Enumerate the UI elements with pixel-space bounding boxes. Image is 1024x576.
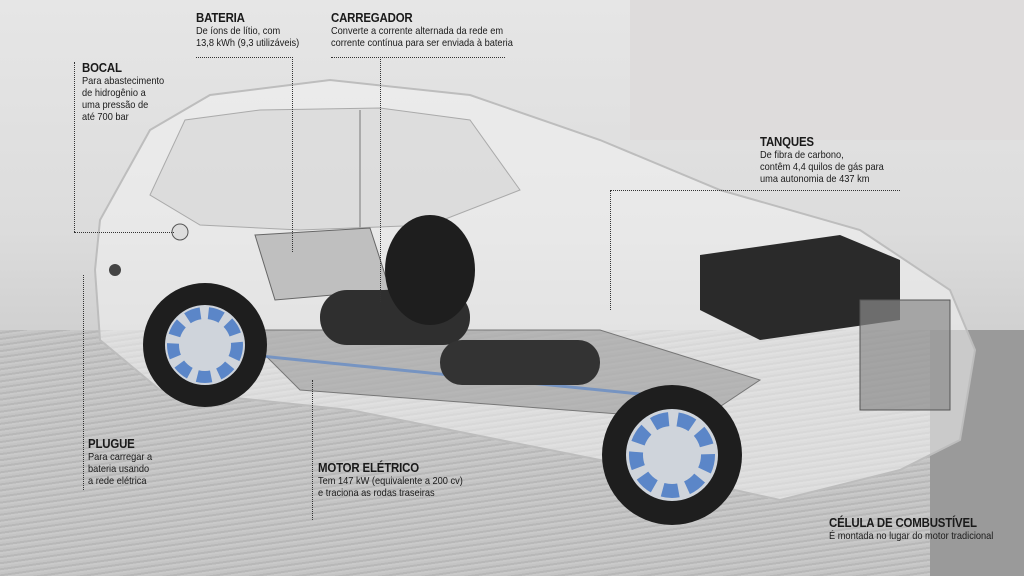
fuel-cell: [700, 235, 900, 340]
leader-carregador-v: [380, 57, 381, 302]
leader-tanques-v: [610, 190, 611, 310]
rear-left-wheel: [143, 283, 267, 407]
leader-plugue: [83, 275, 84, 490]
label-bateria: BATERIA De íons de lítio, com 13,8 kWh (…: [196, 10, 313, 49]
label-title: CARREGADOR: [331, 10, 413, 25]
label-plugue: PLUGUE Para carregar a bateria usando a …: [88, 436, 161, 487]
leader-bateria-v: [292, 57, 293, 252]
label-title: MOTOR ELÉTRICO: [318, 460, 419, 475]
battery: [254, 227, 391, 301]
leader-tanques: [610, 190, 900, 191]
leader-motor: [312, 380, 313, 520]
label-body: É montada no lugar do motor tradicional: [829, 530, 994, 542]
label-title: PLUGUE: [88, 436, 135, 451]
label-body: Para carregar a bateria usando a rede el…: [88, 451, 153, 487]
label-carregador: CARREGADOR Converte a corrente alternada…: [331, 10, 538, 49]
leader-bocal-v: [74, 62, 75, 232]
label-body: De íons de lítio, com 13,8 kWh (9,3 util…: [196, 25, 300, 49]
label-title: TANQUES: [760, 134, 814, 149]
leader-bateria: [196, 57, 293, 58]
car-windows: [149, 107, 521, 231]
label-body: Tem 147 kW (equivalente a 200 cv) e trac…: [318, 475, 463, 499]
label-bocal: BOCAL Para abastecimento de hidrogênio a…: [82, 60, 175, 123]
background-wall: [630, 0, 1024, 140]
rear-right-wheel: [385, 215, 475, 325]
label-title: BATERIA: [196, 10, 245, 25]
label-title: CÉLULA DE COMBUSTÍVEL: [829, 515, 977, 530]
label-tanques: TANQUES De fibra de carbono, contêm 4,4 …: [760, 134, 901, 185]
label-body: Converte a corrente alternada da rede em…: [331, 25, 513, 49]
label-body: Para abastecimento de hidrogênio a uma p…: [82, 75, 165, 123]
charge-plug: [109, 264, 121, 276]
front-left-wheel: [602, 385, 742, 525]
label-celula: CÉLULA DE COMBUSTÍVEL É montada no lugar…: [829, 515, 1016, 542]
label-title: BOCAL: [82, 60, 122, 75]
label-motor: MOTOR ELÉTRICO Tem 147 kW (equivalente a…: [318, 460, 483, 499]
hydrogen-inlet: [171, 223, 189, 241]
tank-2: [440, 340, 600, 385]
leader-carregador: [331, 57, 505, 58]
front-grille: [859, 299, 951, 411]
leader-bocal: [74, 232, 174, 233]
label-body: De fibra de carbono, contêm 4,4 quilos d…: [760, 149, 884, 185]
